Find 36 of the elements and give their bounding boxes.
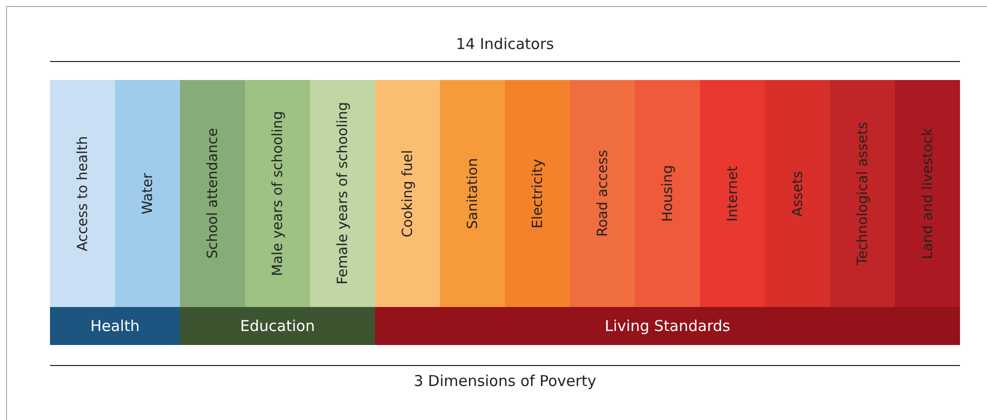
indicator-label: Technological assets xyxy=(854,122,870,266)
indicator-column xyxy=(310,80,375,307)
indicator-column xyxy=(440,80,505,307)
indicator-label: Electricity xyxy=(530,158,546,228)
indicator-column xyxy=(505,80,570,307)
indicator-label: Sanitation xyxy=(464,158,480,230)
indicator-column xyxy=(180,80,245,307)
title: 14 Indicators xyxy=(455,35,555,53)
indicator-label: Internet xyxy=(724,166,740,222)
indicator-column xyxy=(245,80,310,307)
indicator-column xyxy=(375,80,440,307)
indicator-column xyxy=(50,80,115,307)
indicator-label: Female years of schooling xyxy=(334,102,350,285)
indicator-label: Access to health xyxy=(74,136,90,252)
indicator-column xyxy=(570,80,635,307)
indicator-label: Assets xyxy=(790,170,806,216)
dimension-label: Health xyxy=(90,317,140,335)
indicator-label: Land and livestock xyxy=(920,128,936,260)
indicator-label: Housing xyxy=(660,165,676,222)
indicator-column xyxy=(830,80,895,307)
indicator-column xyxy=(765,80,830,307)
dimension-bar xyxy=(180,307,375,345)
indicator-column xyxy=(700,80,765,307)
indicator-column xyxy=(635,80,700,307)
dimension-label: Living Standards xyxy=(604,317,730,335)
indicator-column xyxy=(895,80,960,307)
caption: 3 Dimensions of Poverty xyxy=(412,372,598,390)
indicator-column xyxy=(115,80,180,307)
dimension-bar xyxy=(50,307,180,345)
dimension-bar xyxy=(375,307,960,345)
indicator-label: Male years of schooling xyxy=(270,110,286,276)
indicator-label: School attendance xyxy=(204,128,220,259)
dimension-label: Education xyxy=(240,317,315,335)
indicator-label: Cooking fuel xyxy=(400,150,416,238)
indicator-label: Road access xyxy=(594,150,610,237)
indicator-label: Water xyxy=(140,172,156,214)
